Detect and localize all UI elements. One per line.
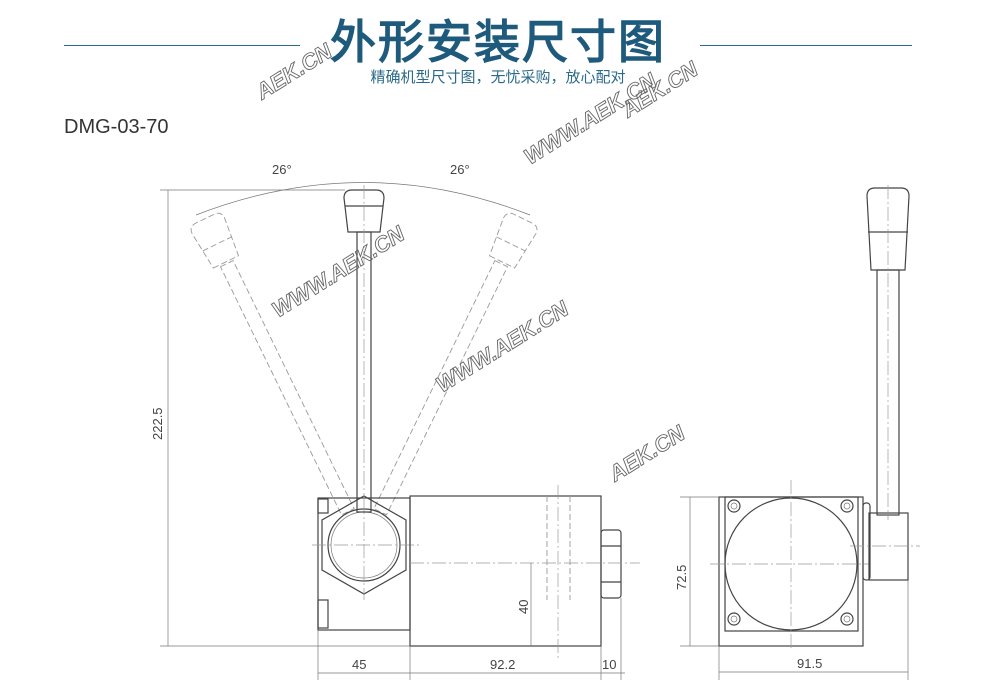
- valve-body: [409, 495, 602, 647]
- bolt-heads: [727, 499, 854, 626]
- dim-side-width: 91.5: [797, 656, 822, 671]
- front-view: 26° 26°: [150, 162, 640, 680]
- dim-body: 92.2: [490, 657, 515, 672]
- side-lever-block: [868, 512, 909, 581]
- dim-height-total: 222.5: [150, 407, 165, 440]
- watermark: WWW.AEK.CN: [267, 220, 409, 322]
- dim-center-height: 40: [516, 600, 531, 614]
- watermark: WWW.AEK.CN: [519, 67, 661, 169]
- page-subtitle: 精确机型尺寸图，无忧采购，放心配对: [370, 68, 626, 86]
- lever-ghost-left: [190, 212, 355, 516]
- model-label: DMG-03-70: [64, 116, 169, 138]
- dim-left-block: 45: [352, 657, 366, 672]
- angle-right-label: 26°: [450, 162, 470, 177]
- dim-nut: 10: [602, 657, 616, 672]
- watermark: WWW.AEK.CN: [431, 295, 573, 397]
- page-title: 外形安装尺寸图: [330, 15, 666, 69]
- lever-ghost-right: [373, 212, 538, 516]
- header-rule-left: [64, 45, 300, 46]
- side-lever-handle: [866, 187, 910, 271]
- angle-arc: [195, 182, 531, 216]
- angle-left-label: 26°: [272, 162, 292, 177]
- end-nut: [600, 529, 622, 599]
- lever-handle: [343, 189, 385, 233]
- watermark: AEK.CN: [251, 38, 338, 105]
- header-rule-right: [700, 45, 912, 46]
- dim-side-height: 72.5: [674, 565, 689, 590]
- watermarks: AEK.CN AEK.CN WWW.AEK.CN WWW.AEK.CN WWW.…: [250, 37, 703, 487]
- watermark: AEK.CN: [604, 420, 691, 487]
- side-view: 72.5 91.5: [674, 185, 920, 680]
